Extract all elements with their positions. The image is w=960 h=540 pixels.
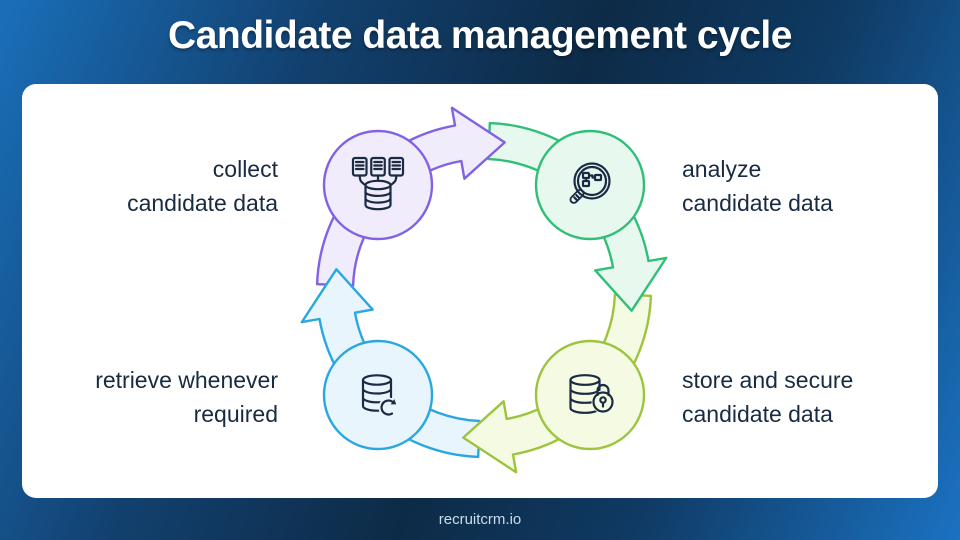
retrieve-label-line1: retrieve whenever bbox=[95, 367, 278, 393]
footer-brand: recruitcrm.io bbox=[438, 511, 522, 528]
store-label-line1: store and secure bbox=[682, 367, 854, 393]
store-lock-database-icon bbox=[569, 374, 615, 414]
analyze-magnifier-icon bbox=[569, 162, 611, 204]
retrieve-refresh-database-icon bbox=[361, 374, 399, 418]
store-label: store and secure candidate data bbox=[682, 363, 932, 431]
collect-node-circle bbox=[322, 129, 434, 241]
cycle-diagram bbox=[300, 106, 668, 474]
store-node-circle bbox=[534, 339, 646, 451]
analyze-label-line2: candidate data bbox=[682, 190, 833, 216]
collect-database-icon bbox=[351, 156, 405, 211]
analyze-label: analyze candidate data bbox=[682, 152, 932, 220]
retrieve-label-line2: required bbox=[193, 401, 278, 427]
collect-label: collect candidate data bbox=[40, 152, 278, 220]
retrieve-node-circle bbox=[322, 339, 434, 451]
retrieve-label: retrieve whenever required bbox=[40, 363, 278, 431]
analyze-label-line1: analyze bbox=[682, 156, 762, 182]
collect-label-line1: collect bbox=[212, 156, 278, 182]
page-title: Candidate data management cycle bbox=[168, 14, 792, 57]
store-label-line2: candidate data bbox=[682, 401, 833, 427]
collect-label-line2: candidate data bbox=[127, 190, 278, 216]
